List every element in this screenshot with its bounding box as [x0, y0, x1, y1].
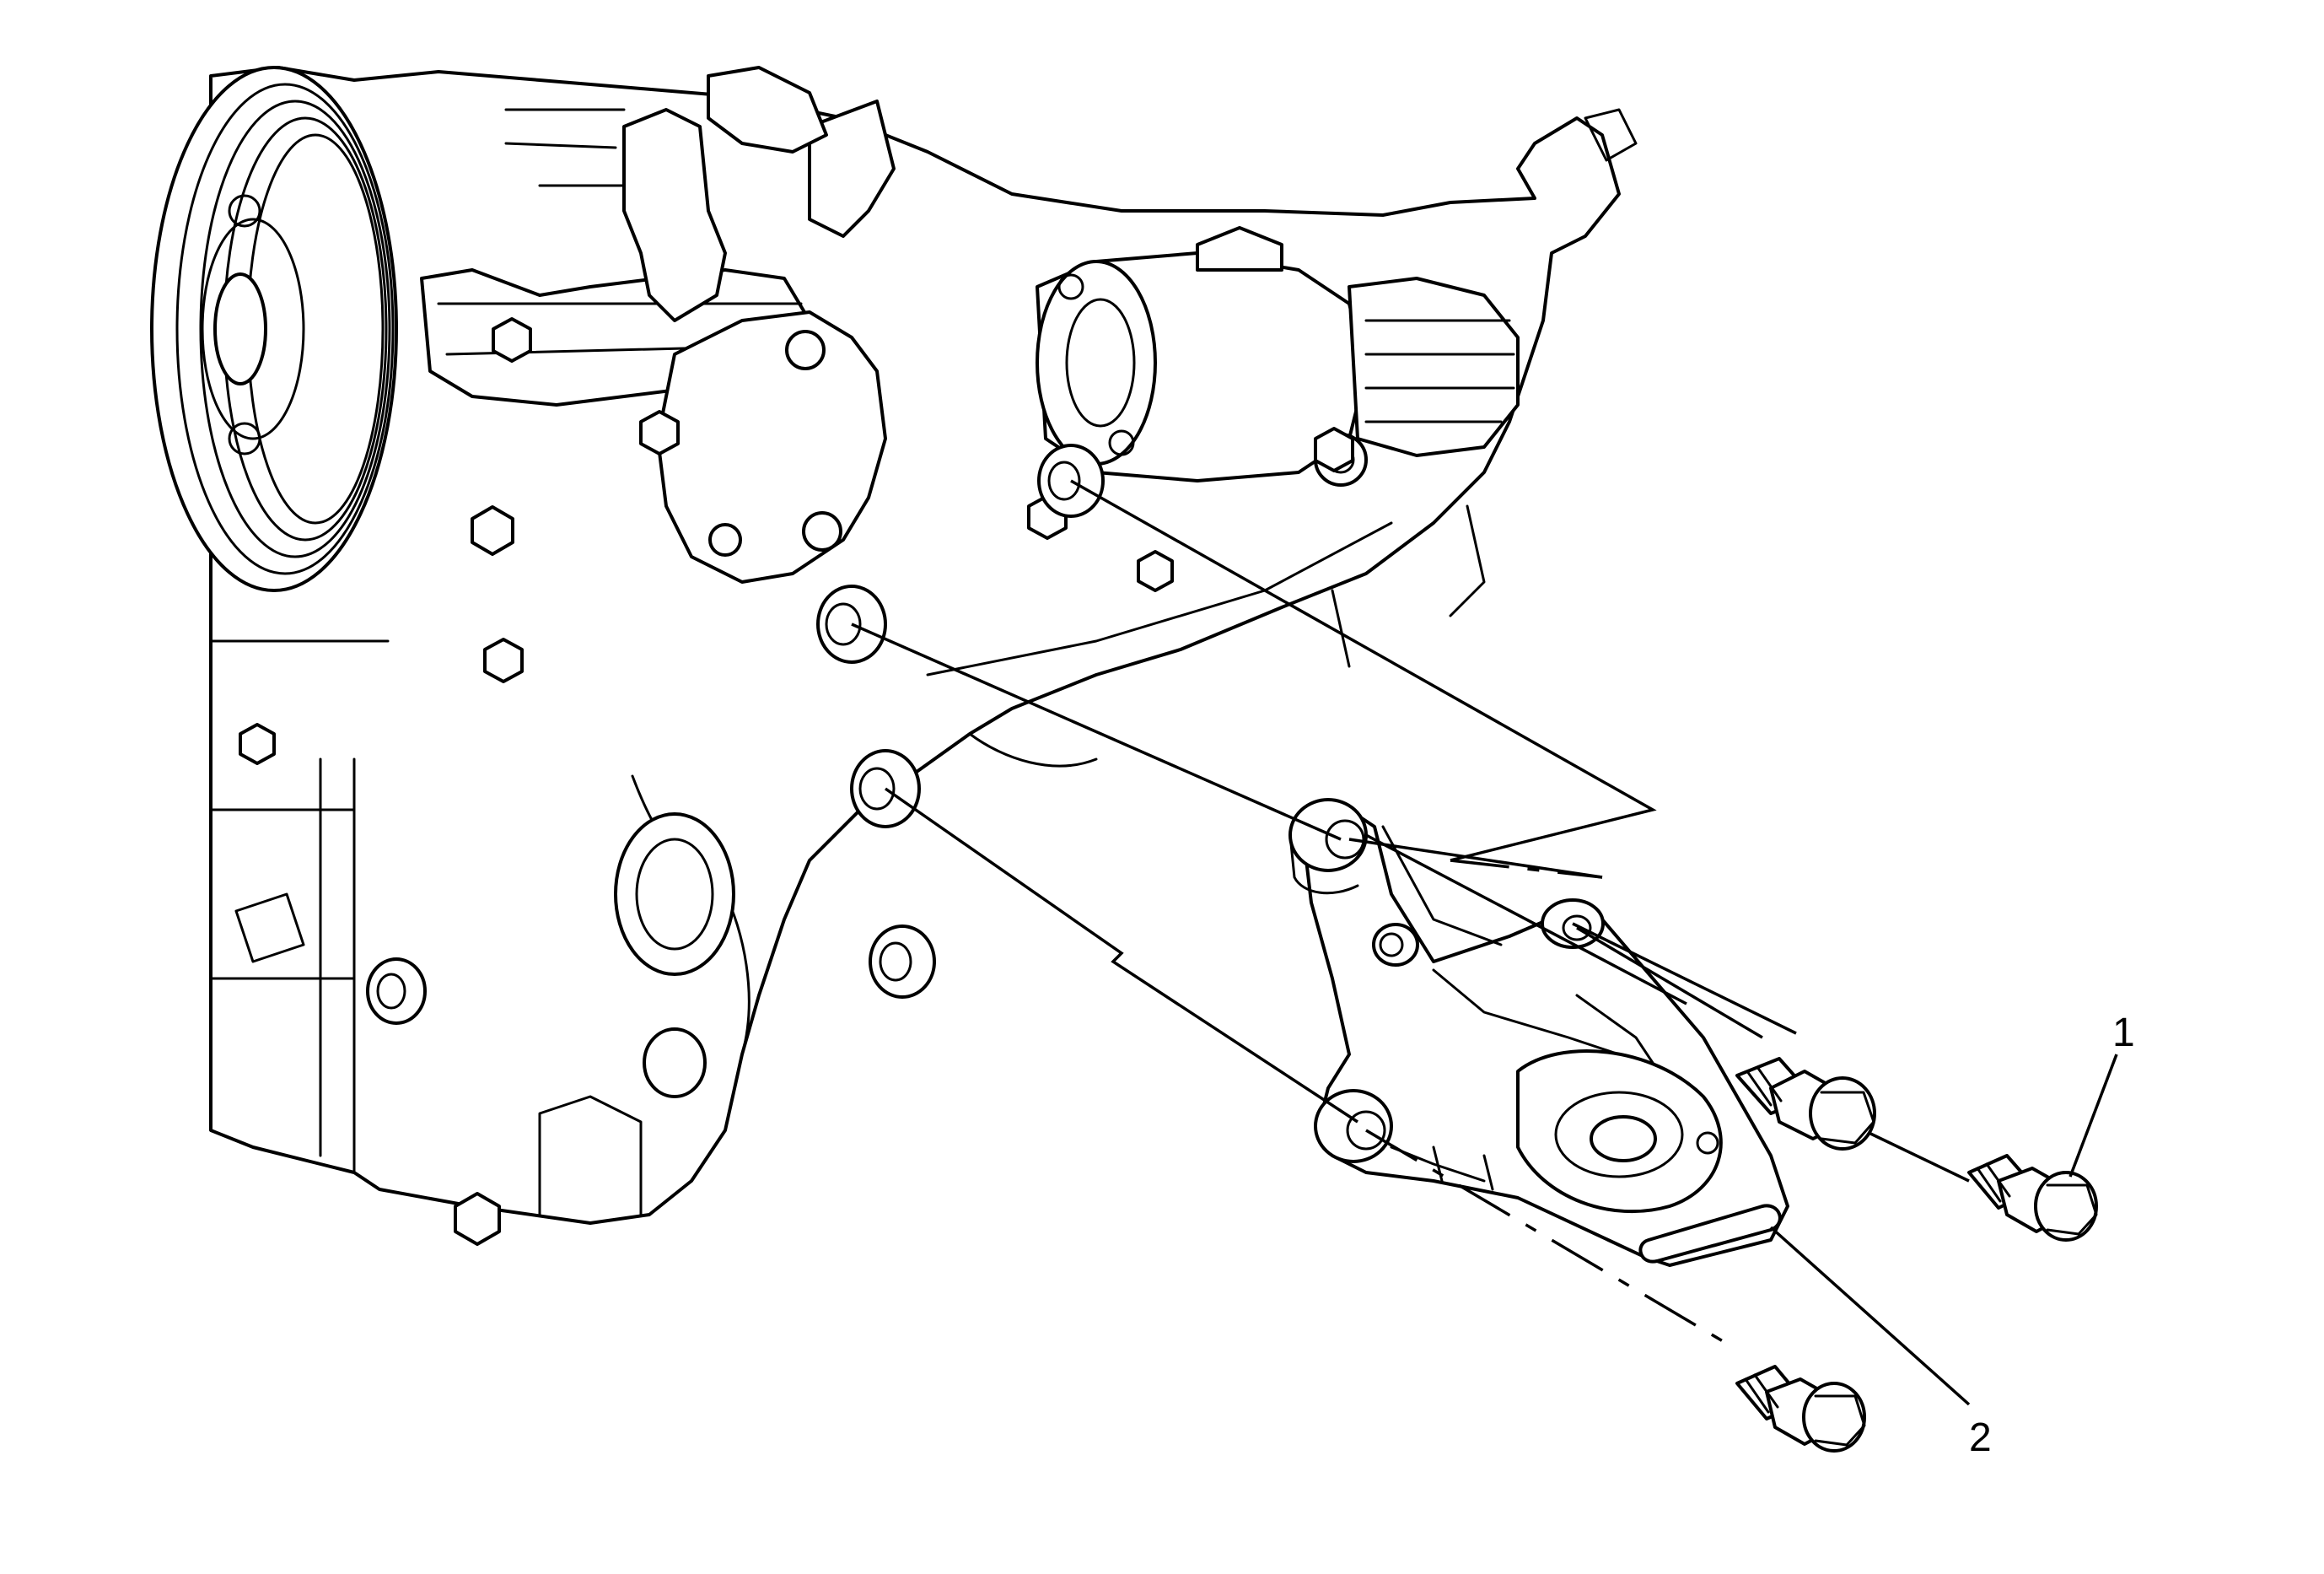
callout-1-leader [2068, 1054, 2118, 1178]
starter-motor [1036, 226, 1520, 487]
callout-1-label: 1 [2112, 1011, 2135, 1055]
block-bolt-heads [239, 317, 1354, 1246]
mounting-bolt-lower [1735, 1365, 1866, 1453]
engine-block [150, 66, 1638, 1246]
callout-2-leader [1769, 1226, 1971, 1406]
mounting-bolt-upper [1735, 1057, 1876, 1151]
crank-pulley [150, 66, 398, 592]
mounting-bolt-right [1967, 1154, 2098, 1242]
callout-2: 2 [1769, 1226, 1992, 1460]
callout-2-label: 2 [1969, 1415, 1992, 1460]
alignment-lines [851, 479, 1970, 1351]
callout-1: 1 [2068, 1011, 2135, 1178]
